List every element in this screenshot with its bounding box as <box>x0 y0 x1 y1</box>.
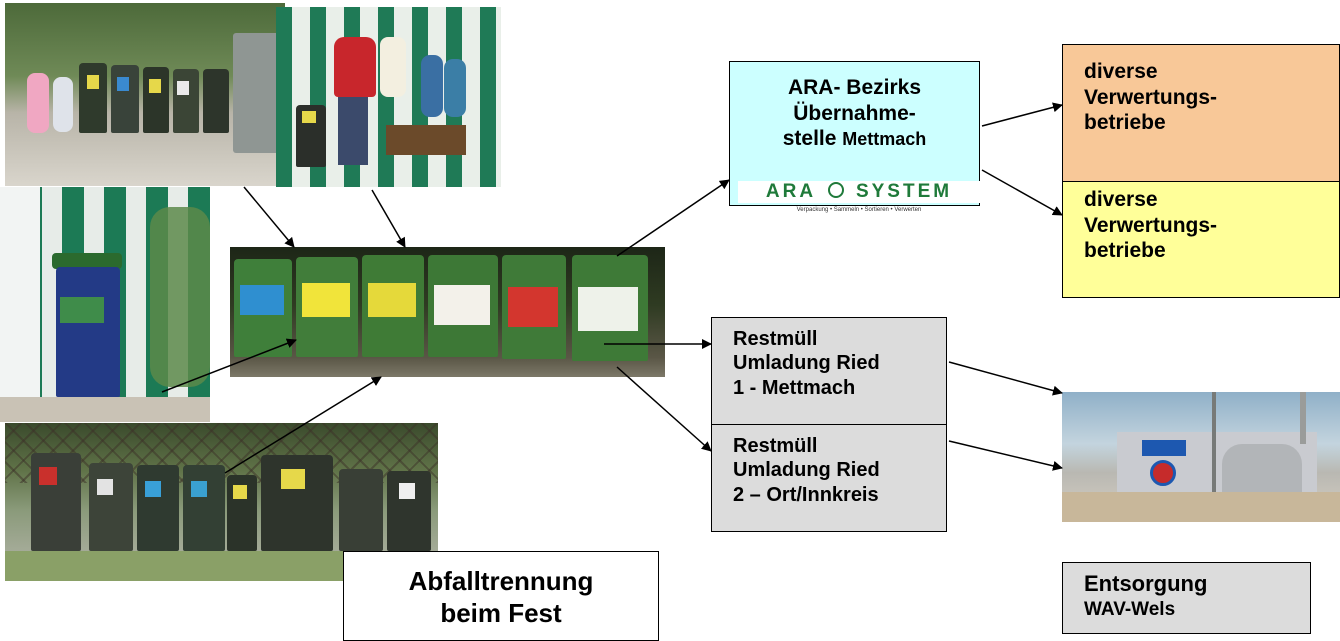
verwertung1-line2: Verwertungs- <box>1084 85 1218 109</box>
restmuell2-line1: Restmüll <box>733 435 818 457</box>
arrow-bins-to-ara <box>616 179 730 257</box>
verwertung1-line1: diverse <box>1084 60 1158 83</box>
verwertung2-line1: diverse <box>1084 188 1158 211</box>
ara-line3a: stelle <box>782 127 843 151</box>
verwertung1-line3: betriebe <box>1084 111 1166 135</box>
people-at-tent-bins-photo <box>276 7 501 187</box>
ara-tagline: Verpackung • Sammeln • Sortieren • Verwe… <box>796 207 922 213</box>
green-sorting-bins-photo <box>230 247 665 377</box>
restmuell-node-2: Restmüll Umladung Ried 2 – Ort/Innkreis <box>711 424 947 532</box>
fest-line1: Abfalltrennung <box>408 566 594 596</box>
children-at-bins-photo <box>5 3 285 186</box>
entsorgung-line2: WAV-Wels <box>1084 598 1176 620</box>
arrow-restmuell2-to-entsorgung <box>948 440 1063 471</box>
ara-logo-mark <box>827 182 844 198</box>
ara-logo-text: ARA <box>765 181 816 202</box>
arrow-kids-to-bins <box>243 186 295 248</box>
arrow-ara-to-verwertung2 <box>981 169 1063 216</box>
fest-node: Abfalltrennung beim Fest <box>343 551 659 641</box>
ara-line2: Übernahme- <box>793 101 916 125</box>
blue-wheelie-bin-photo <box>0 187 210 422</box>
restmuell2-line3: 2 – Ort/Innkreis <box>733 483 879 506</box>
ara-line3b: Mettmach <box>842 129 927 150</box>
arrow-bins-to-restmuell2 <box>616 366 712 452</box>
restmuell1-line2: Umladung Ried <box>733 352 880 375</box>
restmuell1-line3: 1 - Mettmach <box>733 376 856 399</box>
entsorgung-node: Entsorgung WAV-Wels <box>1062 562 1311 634</box>
bin-row-fence-photo <box>5 423 438 581</box>
system-logo-text: SYSTEM <box>855 181 953 202</box>
wav-wels-plant-photo <box>1062 392 1340 522</box>
arrow-restmuell1-to-entsorgung <box>948 361 1063 396</box>
entsorgung-line1: Entsorgung <box>1084 571 1208 596</box>
restmuell2-line2: Umladung Ried <box>733 459 880 482</box>
verwertung2-line3: betriebe <box>1084 239 1166 263</box>
arrow-tent-to-bins <box>371 189 406 248</box>
fest-line2: beim Fest <box>440 597 562 628</box>
verwertung2-line2: Verwertungs- <box>1084 213 1218 237</box>
restmuell-node-1: Restmüll Umladung Ried 1 - Mettmach <box>711 317 947 425</box>
ara-line1: ARA- Bezirks <box>787 76 922 99</box>
arrow-row-to-bins <box>224 376 382 474</box>
arrow-ara-to-verwertung1 <box>981 102 1063 127</box>
arrow-wheelie-to-bins <box>161 338 297 393</box>
restmuell1-line1: Restmüll <box>733 328 818 350</box>
verwertung-node-2: diverse Verwertungs- betriebe <box>1062 181 1340 298</box>
ara-system-logo: ARA SYSTEM <box>738 181 980 203</box>
